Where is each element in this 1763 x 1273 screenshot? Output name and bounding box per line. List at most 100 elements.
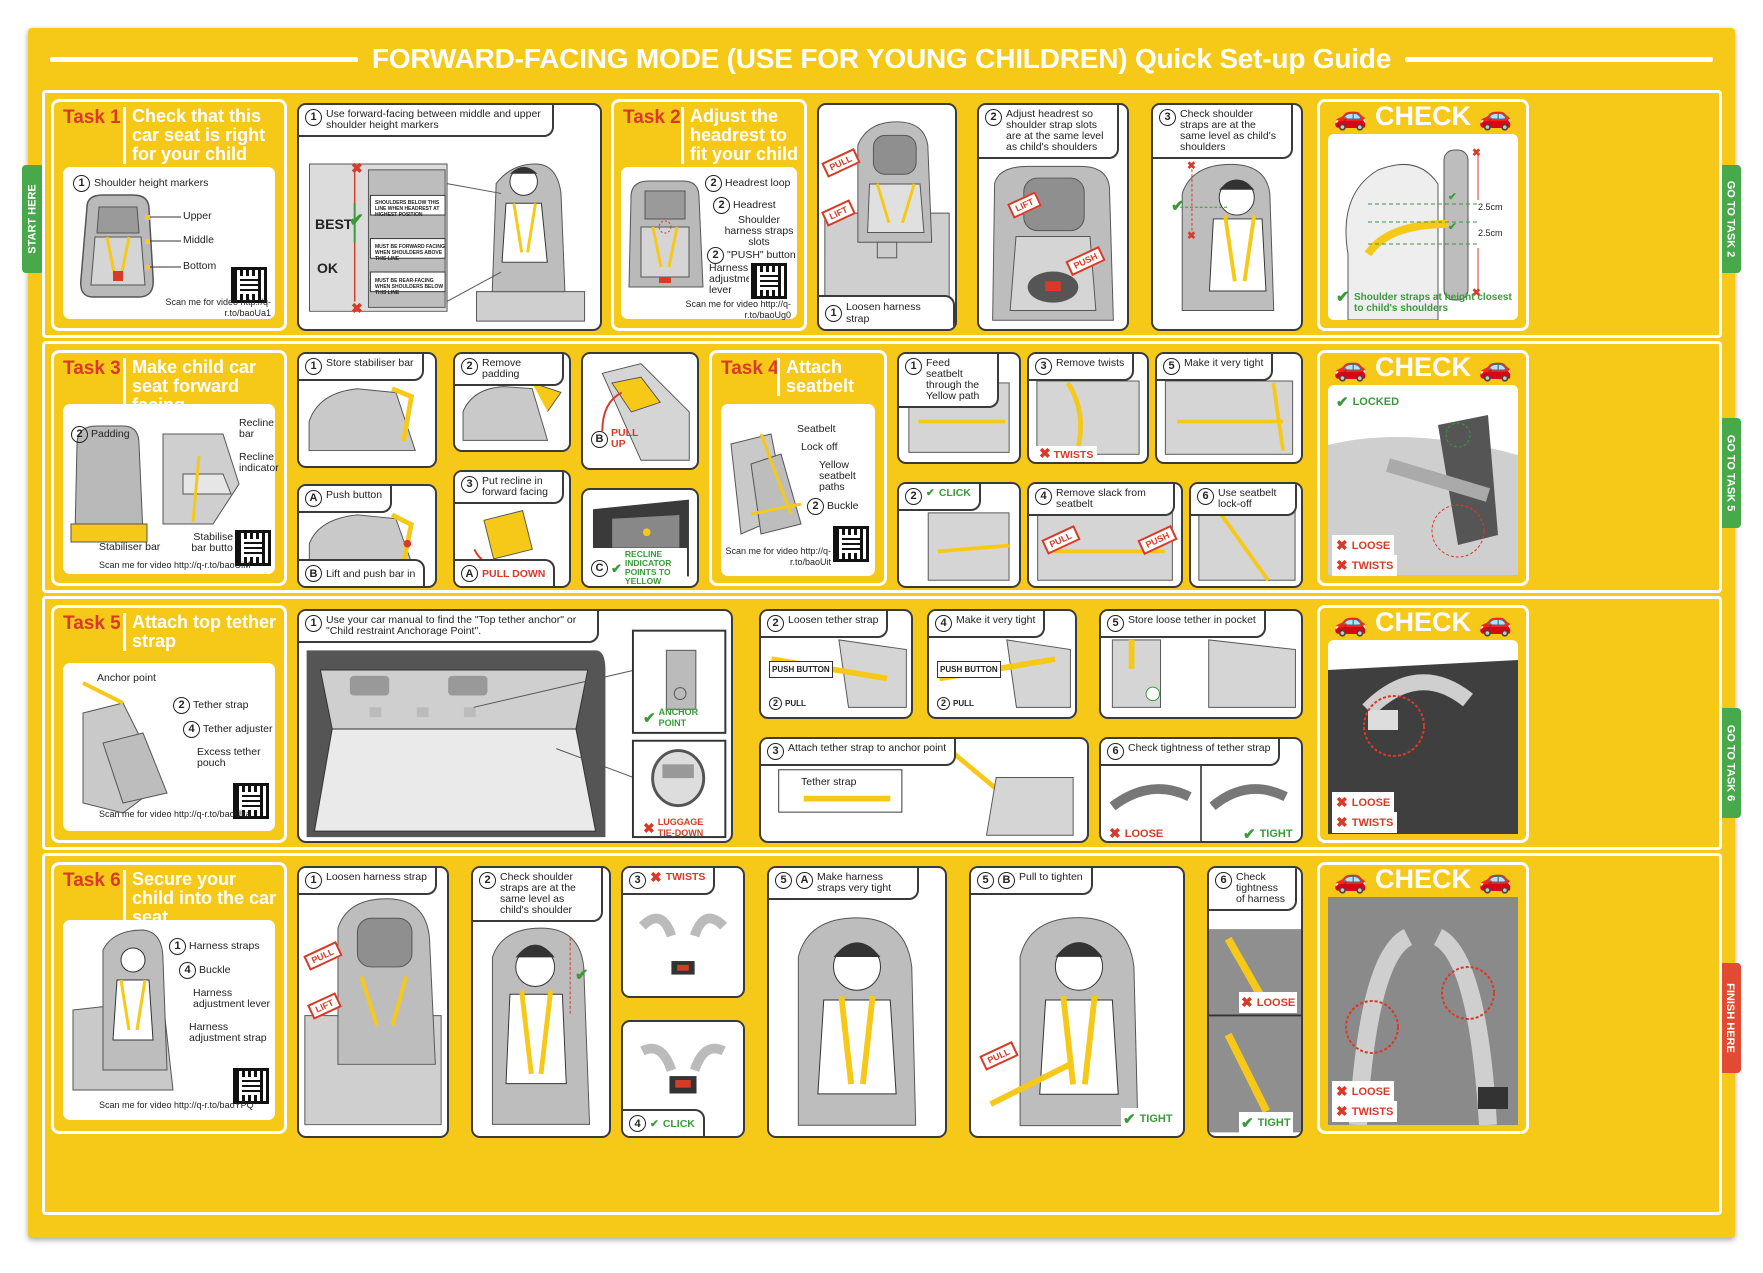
- step-text: Adjust headrest so shoulder strap slots …: [1006, 108, 1104, 153]
- step-text: Store stabiliser bar: [326, 357, 414, 369]
- label-shoulder-markers: Shoulder height markers: [94, 177, 209, 189]
- arrow-down: [631, 472, 649, 484]
- arrow-down: [827, 721, 845, 733]
- step-text: Use forward-facing between middle and up…: [326, 108, 541, 131]
- check-icon: ✔: [575, 967, 589, 984]
- step-text: TWISTS: [665, 871, 706, 883]
- label-middle: Middle: [183, 234, 214, 246]
- twists-label: TWISTS: [1351, 1105, 1394, 1118]
- task4-card: Task 4 Attach seatbelt Seatbelt Lock off…: [709, 350, 887, 586]
- qr-code[interactable]: [231, 1066, 271, 1106]
- step-text: Remove slack from seatbelt: [1056, 487, 1146, 510]
- task4-check-panel: 🚗 CHECK 🚗 ✔LOCKED ✖LOOSE ✖TWISTS: [1317, 350, 1529, 586]
- check-note: Shoulder straps at height closest to chi…: [1354, 292, 1512, 314]
- step-text: Check tightness of harness: [1236, 871, 1286, 905]
- page-title: FORWARD-FACING MODE (USE FOR YOUNG CHILD…: [371, 43, 1392, 74]
- video-link[interactable]: Scan me for video http://q-r.to/baoUka: [99, 809, 251, 819]
- label-upper: Upper: [183, 210, 212, 222]
- x-icon: ✖: [1187, 160, 1196, 172]
- step-text: PULL DOWN: [482, 567, 546, 580]
- qr-code[interactable]: [749, 261, 789, 301]
- step-text: Use your car manual to find the "Top tet…: [326, 614, 577, 637]
- start-here-tab: START HERE: [22, 165, 44, 273]
- title-rule-left: [50, 56, 358, 62]
- marker-text-1: SHOULDERS BELOW THIS LINE WHEN HEADREST …: [375, 200, 440, 218]
- task5-check-panel: 🚗 CHECK 🚗 ✖LOOSE ✖TWISTS: [1317, 605, 1529, 843]
- task2-description: Adjust the headrest to fit your child: [681, 107, 801, 164]
- tether-strap-label: Tether strap: [801, 776, 857, 788]
- shoulder-level-illustration: [1180, 163, 1275, 311]
- title-bar: FORWARD-FACING MODE (USE FOR YOUNG CHILD…: [28, 42, 1735, 76]
- task4-step2-panel: 2✔CLICK: [897, 482, 1021, 588]
- label-excess-pouch: Excess tether pouch: [197, 746, 261, 769]
- arrow-down: [949, 466, 967, 478]
- step-text: Make it very tight: [956, 614, 1036, 626]
- pull-up-label: PULL UP: [611, 427, 639, 450]
- video-link[interactable]: Scan me for video http://q-r.to/baoYPQ: [99, 1100, 254, 1110]
- step-text: Check shoulder straps are at the same le…: [500, 871, 576, 916]
- row-task1-task2: Task 1 Check that this car seat is right…: [42, 90, 1722, 338]
- step-text: CLICK: [938, 487, 971, 499]
- label-buckle: Buckle: [199, 964, 231, 976]
- dimension-label: 2.5cm: [1478, 228, 1503, 238]
- label-lock-off: Lock off: [801, 441, 838, 453]
- go-to-task-5-tab[interactable]: GO TO TASK 5: [1719, 418, 1741, 528]
- qr-code[interactable]: [231, 781, 271, 821]
- video-link[interactable]: Scan me for video http://q-r.to/baoUg0: [685, 299, 791, 320]
- finish-here-tab: FINISH HERE: [1719, 963, 1741, 1073]
- label-buckle: Buckle: [827, 500, 859, 512]
- pull-label: PULL: [953, 699, 974, 708]
- task5-number: Task 5: [63, 613, 121, 634]
- check-header: 🚗 CHECK 🚗: [1320, 102, 1526, 130]
- label-harness-strap: Harness adjustment strap: [189, 1021, 267, 1044]
- arrow-down: [1111, 466, 1129, 478]
- recline-indicator-label: RECLINE INDICATOR POINTS TO YELLOW: [624, 549, 672, 586]
- label-bottom: Bottom: [183, 260, 217, 272]
- label-recline-indicator: Recline indicator: [239, 451, 279, 474]
- label-stabiliser-button: Stabiliser bar button: [191, 531, 239, 554]
- twists-label: TWISTS: [1351, 816, 1394, 829]
- car-seat-illustration: [628, 180, 704, 288]
- label-stabiliser-bar: Stabiliser bar: [99, 541, 161, 553]
- task3-indicator-panel: C✔RECLINE INDICATOR POINTS TO YELLOW: [581, 488, 699, 588]
- video-link[interactable]: Scan me for video http://q-r.to/baoUiM: [99, 560, 251, 570]
- title-rule-right: [1405, 56, 1714, 62]
- loose-label: LOOSE: [1351, 1085, 1391, 1098]
- x-icon: ✖: [351, 160, 363, 176]
- tight-label: TIGHT: [1257, 1117, 1291, 1129]
- qr-code[interactable]: [233, 528, 273, 568]
- guide-sheet: FORWARD-FACING MODE (USE FOR YOUNG CHILD…: [22, 28, 1741, 1238]
- go-to-task-2-tab[interactable]: GO TO TASK 2: [1719, 165, 1741, 273]
- task3-number: Task 3: [63, 358, 121, 379]
- arrow-right: [1081, 655, 1093, 673]
- video-link[interactable]: Scan me for video http://q-r.to/baoUa1: [165, 297, 271, 318]
- step-text: Attach tether strap to anchor point: [788, 742, 947, 754]
- video-link[interactable]: Scan me for video http://q-r.to/baoUit: [725, 546, 831, 567]
- x-icon: ✖: [1187, 230, 1196, 242]
- go-to-task-6-tab[interactable]: GO TO TASK 6: [1719, 708, 1741, 818]
- step-text: Make it very tight: [1184, 357, 1264, 369]
- anchor-point-label: ANCHOR POINT: [658, 707, 699, 728]
- qr-code[interactable]: [831, 524, 871, 564]
- dimension-label: 2.5cm: [1478, 202, 1503, 212]
- check-illustration: ✖LOOSE ✖TWISTS: [1328, 640, 1518, 834]
- row-task6: Task 6 Secure your child into the car se…: [42, 853, 1722, 1215]
- luggage-tiedown-label: LUGGAGE TIE-DOWN: [657, 817, 704, 838]
- arrow-down: [503, 454, 521, 466]
- qr-code[interactable]: [229, 265, 269, 305]
- label-harness-straps: Harness straps: [189, 940, 260, 952]
- task5-card: Task 5 Attach top tether strap Anchor po…: [51, 605, 287, 843]
- task5-description: Attach top tether strap: [123, 613, 283, 651]
- push-button-label: PUSH BUTTON: [937, 661, 1001, 678]
